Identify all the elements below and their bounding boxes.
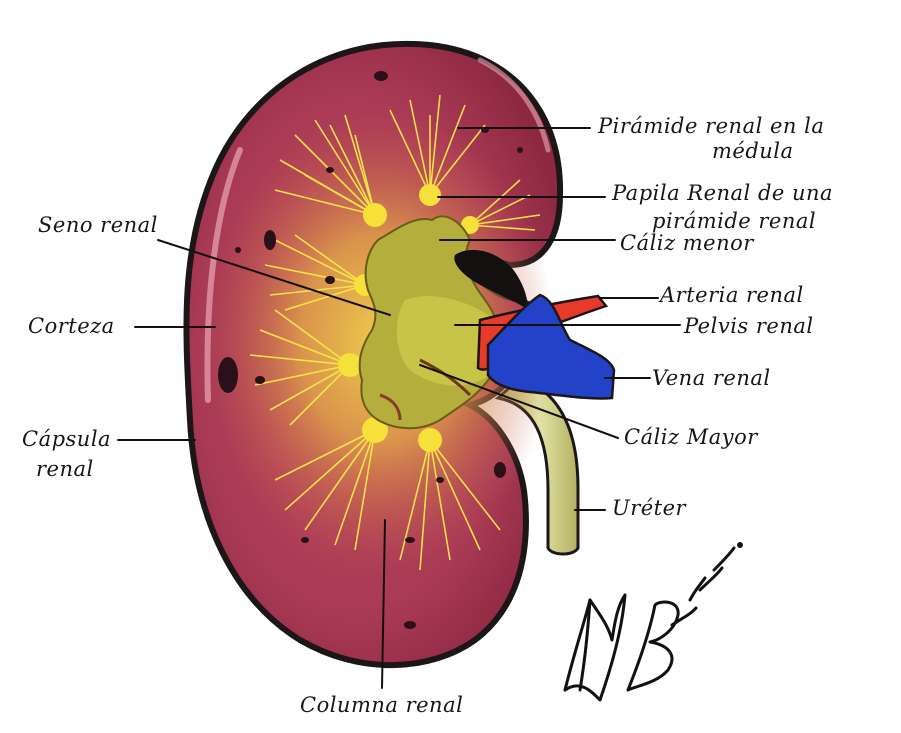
label-capsula-line2: renal <box>36 457 94 481</box>
label-caliz-menor: Cáliz menor <box>620 231 755 255</box>
label-arteria-renal: Arteria renal <box>658 283 804 307</box>
label-corteza: Corteza <box>28 314 115 338</box>
label-papila-line2: pirámide renal <box>652 209 816 233</box>
label-columna-renal: Columna renal <box>300 693 463 717</box>
label-seno-renal: Seno renal <box>38 213 158 237</box>
label-ureter: Uréter <box>612 496 688 520</box>
label-pelvis-renal: Pelvis renal <box>683 314 814 338</box>
label-piramide-line2: médula <box>712 139 794 163</box>
artist-signature <box>565 544 742 701</box>
label-papila-line1: Papila Renal de una <box>611 181 833 205</box>
label-piramide-line1: Pirámide renal en la <box>597 114 824 138</box>
label-vena-renal: Vena renal <box>652 366 771 390</box>
label-caliz-mayor: Cáliz Mayor <box>624 425 759 449</box>
label-capsula-line1: Cápsula <box>22 427 111 451</box>
